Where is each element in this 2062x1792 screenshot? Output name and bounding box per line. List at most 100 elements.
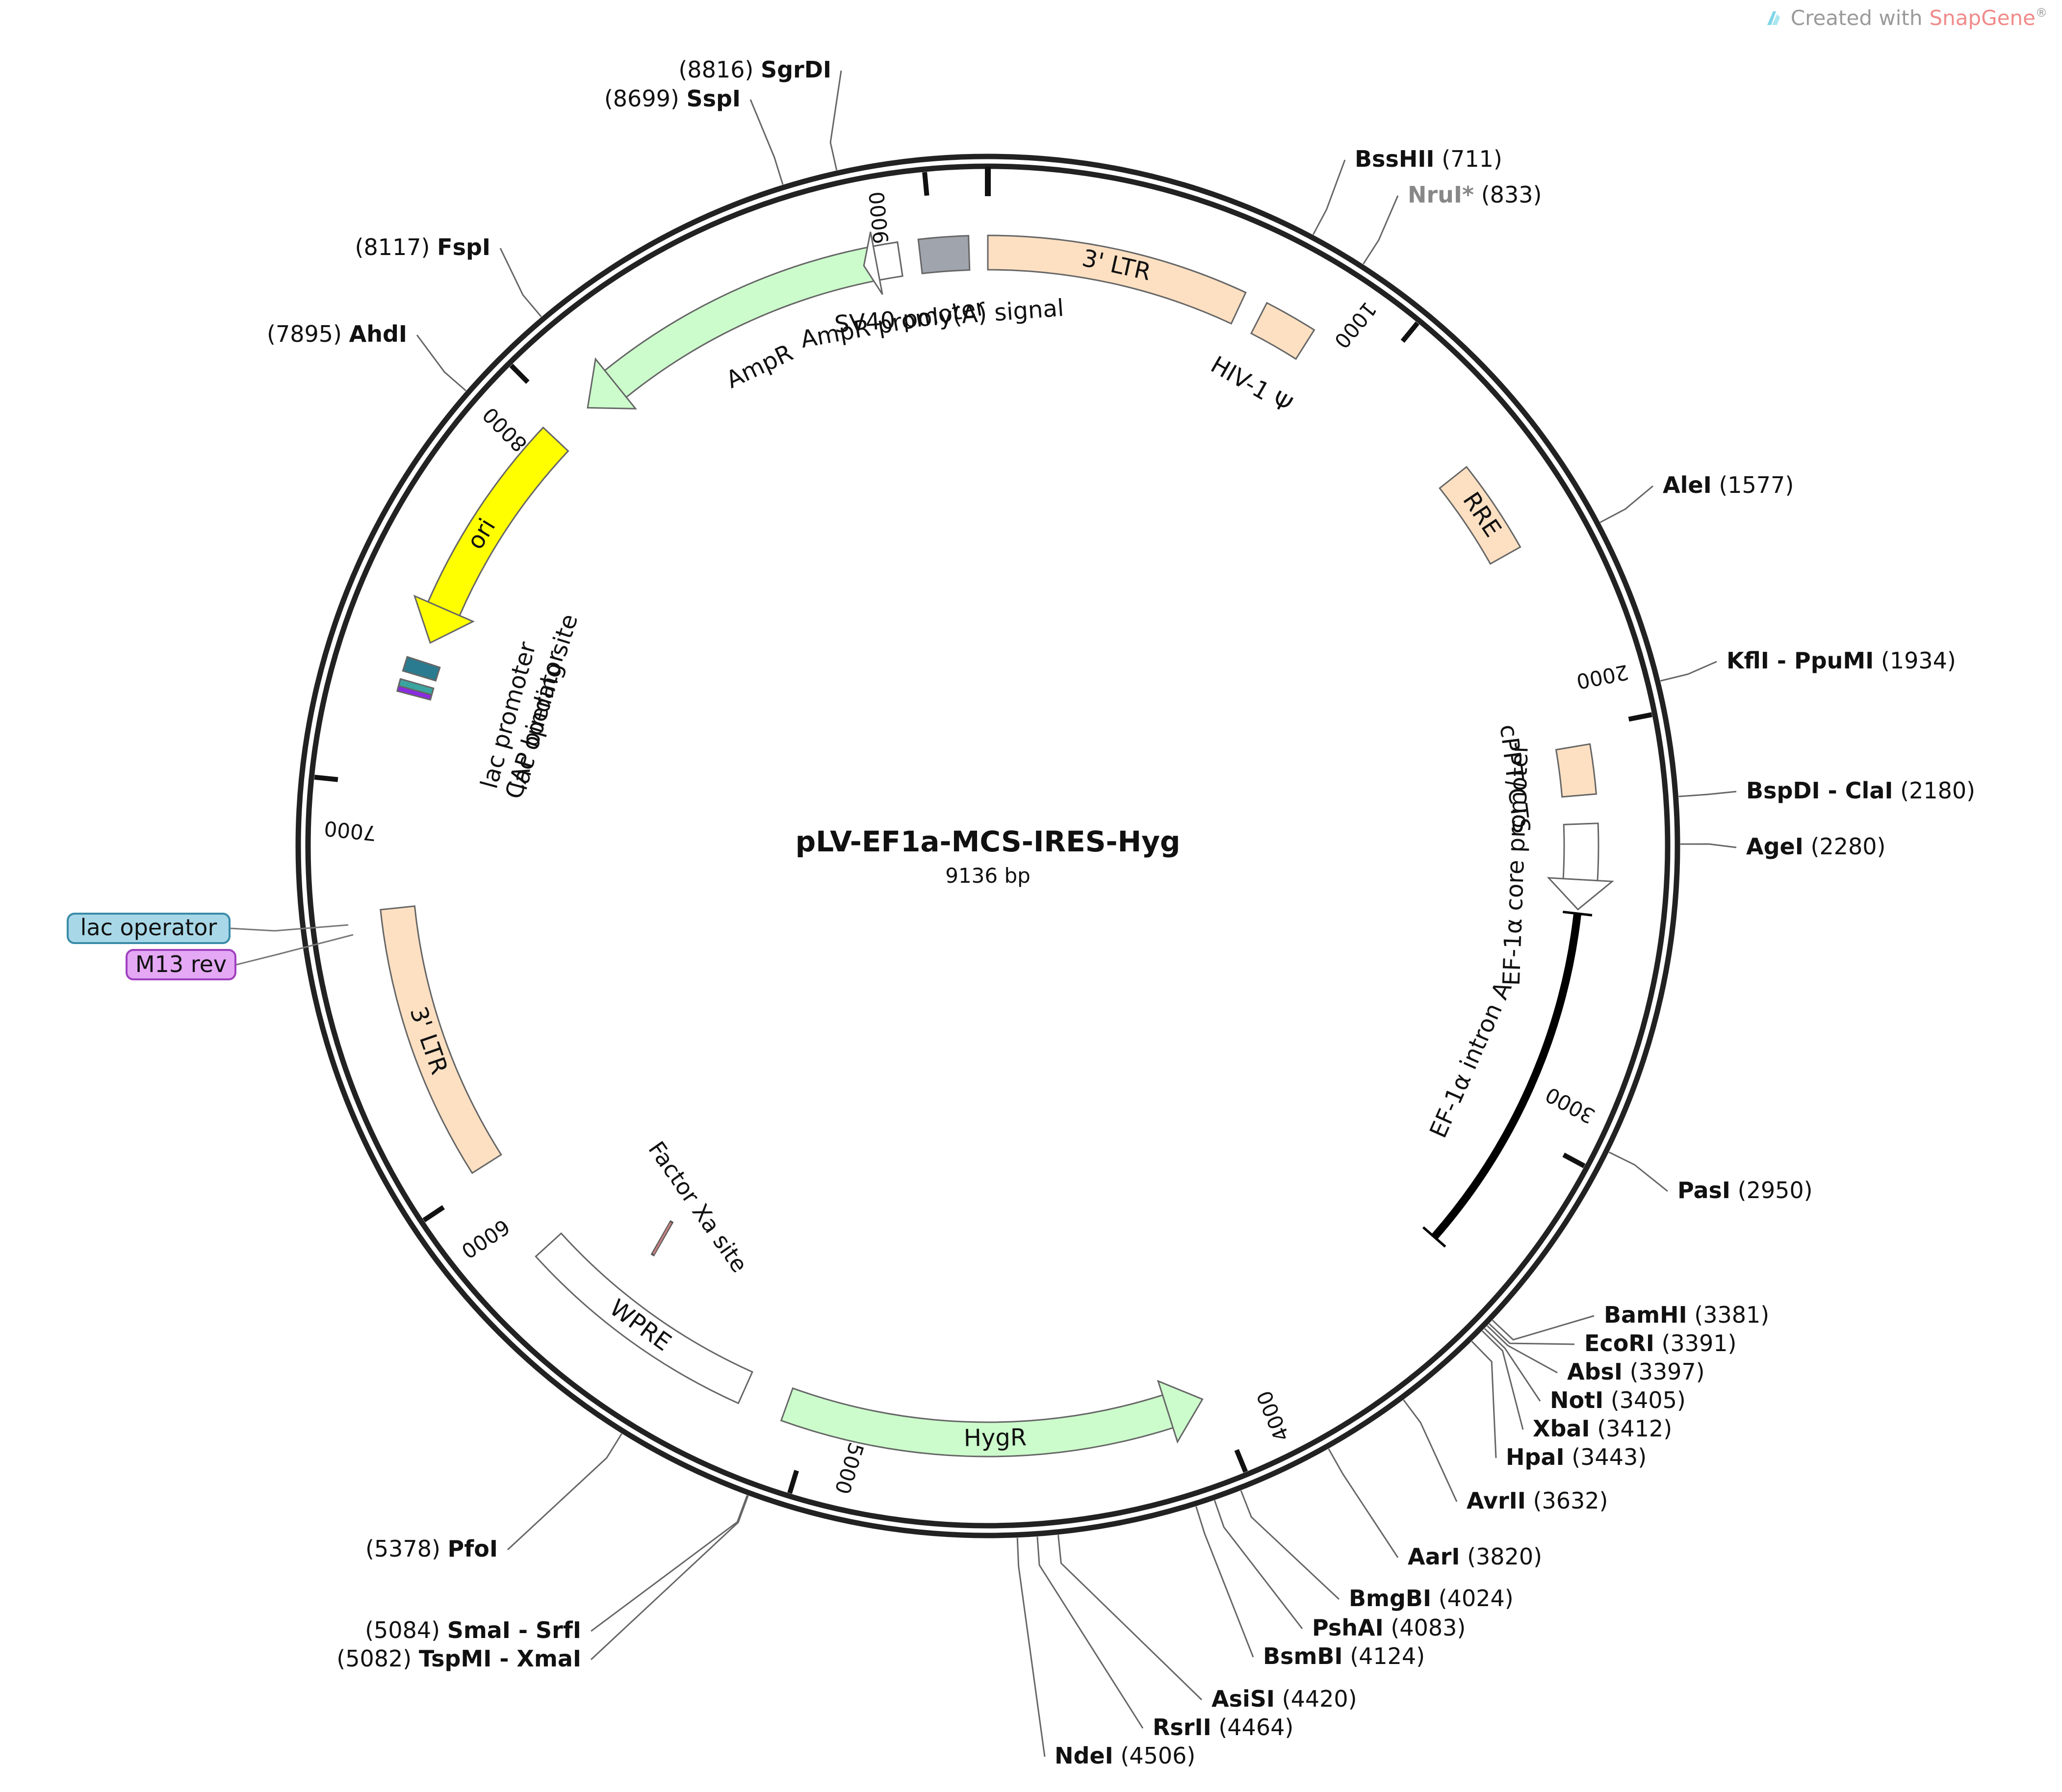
site-noti[interactable]: NotI (3405) bbox=[1484, 1328, 1686, 1413]
site-xbai-leader bbox=[1481, 1330, 1524, 1430]
site-tspmi-xmai-leader bbox=[590, 1495, 749, 1661]
site-absi[interactable]: AbsI (3397) bbox=[1487, 1325, 1705, 1385]
feature-hygr-6[interactable]: HygR bbox=[780, 1380, 1204, 1458]
site-ecori[interactable]: EcoRI (3391) bbox=[1489, 1323, 1736, 1357]
feature-factor-xa-site-16-mark-fill bbox=[652, 1222, 672, 1254]
site-bamhi-leader bbox=[1492, 1315, 1595, 1341]
site-avrii-leader bbox=[1403, 1399, 1458, 1502]
site-agei-label: AgeI (2280) bbox=[1746, 833, 1885, 860]
plasmid-name: pLV-EF1a-MCS-IRES-Hyg bbox=[796, 825, 1181, 858]
feature-ef-1-intron-a-5-shape bbox=[1431, 913, 1582, 1240]
site-pasi-label: PasI (2950) bbox=[1677, 1177, 1813, 1203]
site-smai-srfi[interactable]: (5084) SmaI - SrfI bbox=[365, 1495, 748, 1643]
site-hpai-label: HpaI (3443) bbox=[1506, 1444, 1647, 1470]
feature-hygr-6-label: HygR bbox=[963, 1424, 1027, 1452]
site-hpai[interactable]: HpaI (3443) bbox=[1471, 1340, 1647, 1470]
feature-ori-12[interactable]: ori bbox=[413, 426, 569, 644]
tick-5000 bbox=[787, 1470, 799, 1494]
site-noti-leader bbox=[1484, 1328, 1541, 1402]
site-bamhi[interactable]: BamHI (3381) bbox=[1492, 1302, 1769, 1341]
site-ecori-label: EcoRI (3391) bbox=[1584, 1330, 1736, 1357]
primer-lac-operator: lac operator bbox=[67, 913, 349, 944]
site-bsmbi-leader bbox=[1195, 1506, 1254, 1658]
feature-cap-binding-site-11-shape bbox=[402, 656, 441, 682]
feature-ori-12-shape bbox=[413, 426, 569, 644]
tick-label-6000: 6000 bbox=[457, 1214, 514, 1263]
site-bspdi-clai[interactable]: BspDI - ClaI (2180) bbox=[1678, 777, 1975, 804]
site-bsshii[interactable]: BssHII (711) bbox=[1312, 146, 1502, 235]
site-sgrdi-leader bbox=[829, 70, 842, 171]
site-agei-leader bbox=[1680, 843, 1737, 848]
site-sspi[interactable]: (8699) SspI bbox=[604, 85, 784, 185]
site-kfli-ppumi-label: KflI - PpuMI (1934) bbox=[1727, 647, 1956, 674]
site-bspdi-clai-label: BspDI - ClaI (2180) bbox=[1746, 777, 1975, 804]
tick-7000 bbox=[314, 774, 338, 782]
brand-prefix: Created with bbox=[1790, 6, 1923, 30]
site-pfoi[interactable]: (5378) PfoI bbox=[365, 1433, 622, 1562]
primer-m13-rev-box bbox=[126, 949, 236, 980]
site-avrii[interactable]: AvrII (3632) bbox=[1403, 1399, 1608, 1514]
site-aari-leader bbox=[1328, 1448, 1399, 1558]
site-bsmbi-label: BsmBI (4124) bbox=[1263, 1643, 1425, 1669]
snapgene-logo-icon bbox=[1767, 11, 1780, 25]
feature-wpre-7-shape bbox=[535, 1232, 753, 1405]
site-ahdi[interactable]: (7895) AhdI bbox=[267, 321, 466, 391]
site-sgrdi[interactable]: (8816) SgrDI bbox=[678, 56, 842, 171]
site-rsrii-label: RsrII (4464) bbox=[1153, 1714, 1293, 1741]
backbone-outer bbox=[295, 154, 1680, 1538]
site-bmgbi[interactable]: BmgBI (4024) bbox=[1240, 1490, 1514, 1612]
site-aari[interactable]: AarI (3820) bbox=[1328, 1448, 1542, 1570]
feature-ef-1-intron-a-5-label: EF-1α intron A bbox=[1424, 977, 1518, 1142]
feature-hygr-6-shape bbox=[780, 1380, 1204, 1458]
site-alei[interactable]: AleI (1577) bbox=[1599, 472, 1794, 523]
site-xbai[interactable]: XbaI (3412) bbox=[1481, 1330, 1672, 1442]
site-avrii-label: AvrII (3632) bbox=[1467, 1487, 1608, 1514]
site-nrui[interactable]: NruI* (833) bbox=[1363, 181, 1542, 265]
brand-name: SnapGene bbox=[1929, 6, 2036, 30]
tick-label-2000: 2000 bbox=[1574, 660, 1630, 694]
site-bmgbi-leader bbox=[1240, 1490, 1340, 1600]
site-alei-leader bbox=[1599, 485, 1653, 523]
site-bsmbi[interactable]: BsmBI (4124) bbox=[1195, 1506, 1425, 1669]
site-sgrdi-label: (8816) SgrDI bbox=[678, 56, 831, 83]
site-agei[interactable]: AgeI (2280) bbox=[1680, 833, 1885, 860]
site-tspmi-xmai[interactable]: (5082) TspMI - XmaI bbox=[336, 1495, 749, 1672]
feature-3-ltr-0-shape bbox=[987, 234, 1247, 325]
site-fspi[interactable]: (8117) FspI bbox=[355, 234, 542, 317]
tick-9000 bbox=[922, 172, 929, 196]
site-asisi[interactable]: AsiSI (4420) bbox=[1057, 1535, 1357, 1712]
tick-2000 bbox=[1628, 712, 1652, 722]
site-hpai-leader bbox=[1471, 1340, 1497, 1459]
feature-ampr-13-label: AmpR bbox=[722, 339, 798, 394]
site-pshai-label: PshAI (4083) bbox=[1312, 1614, 1466, 1641]
tick-4000 bbox=[1234, 1449, 1248, 1473]
site-xbai-label: XbaI (3412) bbox=[1533, 1415, 1672, 1442]
site-pasi[interactable]: PasI (2950) bbox=[1608, 1152, 1813, 1203]
site-rsrii[interactable]: RsrII (4464) bbox=[1036, 1536, 1293, 1741]
feature-cppt-cts-3-shape bbox=[1555, 743, 1598, 798]
primer-lac-operator-box bbox=[67, 913, 231, 944]
feature-3-ltr-8[interactable]: 3' LTR bbox=[380, 905, 502, 1175]
primer-m13-rev-label: M13 rev bbox=[135, 951, 227, 977]
site-pshai[interactable]: PshAI (4083) bbox=[1213, 1500, 1466, 1641]
site-bamhi-label: BamHI (3381) bbox=[1604, 1302, 1769, 1328]
site-ndei-leader bbox=[1016, 1537, 1046, 1757]
site-kfli-ppumi-leader bbox=[1660, 661, 1717, 682]
feature-wpre-7[interactable]: WPRE bbox=[535, 1232, 753, 1405]
feature-hiv-1-1-shape bbox=[1250, 302, 1315, 360]
site-tspmi-xmai-label: (5082) TspMI - XmaI bbox=[336, 1645, 581, 1672]
site-bsshii-label: BssHII (711) bbox=[1355, 146, 1502, 172]
primer-lac-operator-leader bbox=[230, 924, 349, 932]
site-bmgbi-label: BmgBI (4024) bbox=[1349, 1585, 1514, 1612]
feature-rre-2[interactable]: RRE bbox=[1438, 465, 1521, 565]
feature-factor-xa-site-16[interactable]: Factor Xa site bbox=[643, 1136, 753, 1277]
site-sspi-leader bbox=[749, 99, 784, 185]
tick-label-5000: 5000 bbox=[830, 1440, 868, 1497]
tick-8000 bbox=[509, 363, 530, 384]
site-smai-srfi-label: (5084) SmaI - SrfI bbox=[365, 1617, 581, 1643]
tick-label-1000: 1000 bbox=[1329, 297, 1381, 353]
site-kfli-ppumi[interactable]: KflI - PpuMI (1934) bbox=[1660, 647, 1956, 682]
site-ndei[interactable]: NdeI (4506) bbox=[1016, 1537, 1195, 1769]
site-noti-label: NotI (3405) bbox=[1550, 1387, 1686, 1413]
